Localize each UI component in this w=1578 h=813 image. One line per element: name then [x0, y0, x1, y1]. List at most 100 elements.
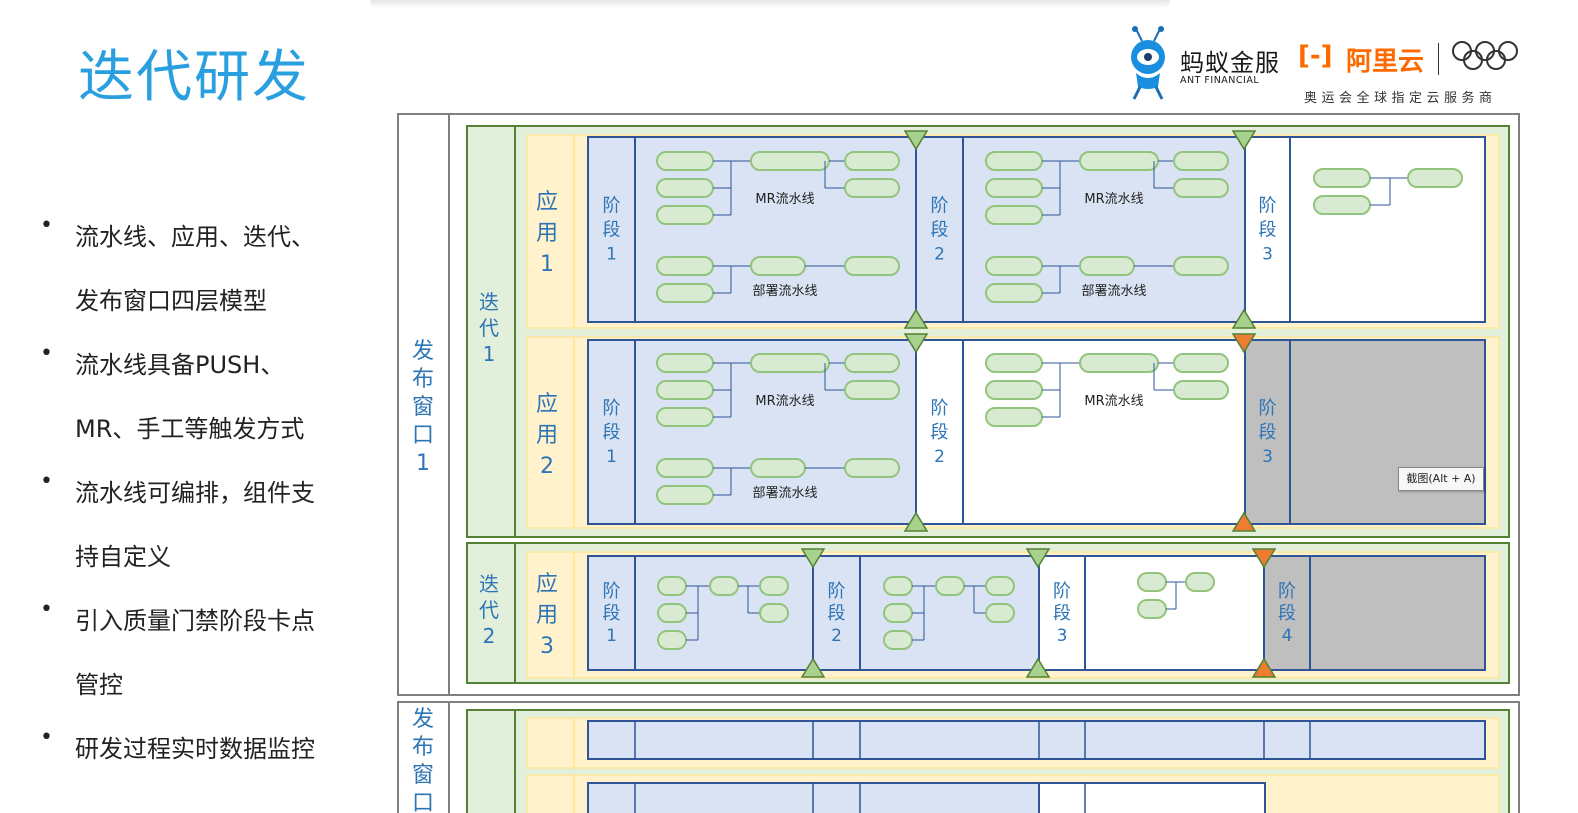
- pipeline-node: [750, 151, 830, 171]
- application-label: 应: [536, 190, 558, 215]
- olympic-rings-icon: [1452, 41, 1518, 70]
- stage-label: 阶: [1259, 398, 1277, 419]
- stage-number: 2: [934, 245, 945, 265]
- pipeline-label: 部署流水线: [752, 486, 817, 501]
- stage-column: [915, 136, 964, 323]
- bullet-line: 流水线具备PUSH、: [75, 351, 285, 379]
- quality-gate-marker: [1251, 548, 1277, 569]
- quality-gate-marker: [1231, 333, 1257, 354]
- application-label: 应: [536, 572, 558, 597]
- iteration-label: 迭: [479, 290, 499, 314]
- pipeline-node: [656, 283, 714, 303]
- application-label: 用: [536, 221, 558, 246]
- stage-strip: [1038, 782, 1266, 813]
- stage-number: 2: [934, 447, 945, 467]
- bullet-line: 管控: [75, 671, 123, 699]
- pipeline-node: [935, 576, 965, 596]
- stage-body: [1084, 555, 1265, 671]
- pipeline-node: [985, 151, 1043, 171]
- bullet-item: • 流水线可编排，组件支 持自定义: [40, 461, 360, 589]
- pipeline-node: [985, 407, 1043, 427]
- application-label: 用: [536, 423, 558, 448]
- stage-label: 段: [603, 603, 621, 624]
- bullet-item: • 研发过程实时数据监控: [40, 717, 360, 781]
- pipeline-node: [883, 603, 913, 623]
- bullet-dot: •: [40, 213, 53, 238]
- window-label: 口: [412, 423, 434, 448]
- stage-number: 3: [1057, 626, 1068, 646]
- pipeline-node: [844, 256, 900, 276]
- pipeline-node: [656, 458, 714, 478]
- iteration-label: 2: [483, 624, 496, 648]
- aliyun-name: 阿里云: [1346, 47, 1425, 77]
- stage-label: 段: [1053, 603, 1071, 624]
- pipeline-node: [709, 576, 739, 596]
- stage-label: 段: [931, 220, 949, 241]
- bullet-item: • 流水线具备PUSH、 MR、手工等触发方式: [40, 333, 360, 461]
- pipeline-node: [1185, 572, 1215, 592]
- application-label: 应: [536, 392, 558, 417]
- quality-gate-marker: [903, 511, 929, 532]
- pipeline-node: [844, 353, 900, 373]
- aliyun-bracket-icon: [-]: [1298, 41, 1333, 71]
- application-label: 用: [536, 603, 558, 628]
- pipeline-node: [759, 603, 789, 623]
- stage-column: [1244, 339, 1291, 525]
- pipeline-node: [657, 630, 687, 650]
- ant-financial-name: 蚂蚁金服: [1180, 49, 1280, 77]
- window-label: 窗: [412, 395, 434, 420]
- application-label: 2: [540, 454, 554, 479]
- partner-logos: 蚂蚁金服 ANT FINANCIAL [-] 阿里云 奥运会全球指定云服务商: [1120, 25, 1540, 115]
- window-label: 布: [412, 735, 434, 760]
- bullet-item: • 引入质量门禁阶段卡点 管控: [40, 589, 360, 717]
- stage-number: 3: [1262, 447, 1273, 467]
- pipeline-node: [1173, 178, 1229, 198]
- pipeline-node: [985, 576, 1015, 596]
- bullet-dot: •: [40, 341, 53, 366]
- stage-body-blocked: [1289, 339, 1486, 525]
- pipeline-node: [1313, 195, 1371, 215]
- window-label: 布: [412, 367, 434, 392]
- bullet-line: 引入质量门禁阶段卡点: [75, 607, 315, 635]
- stage-label: 阶: [1053, 581, 1071, 602]
- pipeline-node: [883, 630, 913, 650]
- quality-gate-marker: [903, 130, 929, 151]
- pipeline-node: [750, 256, 806, 276]
- pipeline-node: [656, 407, 714, 427]
- stage-label: 段: [1259, 220, 1277, 241]
- quality-gate-marker: [1251, 657, 1277, 678]
- pipeline-node: [985, 380, 1043, 400]
- pipeline-node: [985, 205, 1043, 225]
- stage-label: 阶: [931, 398, 949, 419]
- stage-label: 阶: [603, 196, 621, 217]
- window-label: 1: [416, 451, 430, 476]
- pipeline-node: [985, 256, 1043, 276]
- bullet-dot: •: [40, 469, 53, 494]
- stage-column: [587, 555, 636, 671]
- pipeline-label: 部署流水线: [1081, 284, 1146, 299]
- pipeline-node: [844, 178, 900, 198]
- pipeline-node: [985, 603, 1015, 623]
- stage-label: 段: [1278, 603, 1296, 624]
- quality-gate-marker: [1231, 511, 1257, 532]
- ant-mascot-icon: [1131, 26, 1165, 100]
- pipeline-node: [1173, 256, 1229, 276]
- pipeline-node: [750, 353, 830, 373]
- logo-separator: [1438, 43, 1439, 75]
- stage-label: 阶: [931, 196, 949, 217]
- stage-label: 段: [931, 422, 949, 443]
- pipeline-node: [657, 603, 687, 623]
- pipeline-node: [759, 576, 789, 596]
- pipeline-node: [657, 576, 687, 596]
- pipeline-node: [1173, 380, 1229, 400]
- stage-body-blocked: [1309, 555, 1486, 671]
- bullet-line: 发布窗口四层模型: [75, 287, 267, 315]
- pipeline-node: [656, 485, 714, 505]
- bullet-dot: •: [40, 597, 53, 622]
- pipeline-label: 部署流水线: [752, 284, 817, 299]
- stage-body: [1289, 136, 1486, 323]
- stage-number: 4: [1282, 626, 1293, 646]
- stage-column: [812, 555, 861, 671]
- window-label: 发: [412, 339, 434, 364]
- iteration-label: 代: [479, 316, 499, 340]
